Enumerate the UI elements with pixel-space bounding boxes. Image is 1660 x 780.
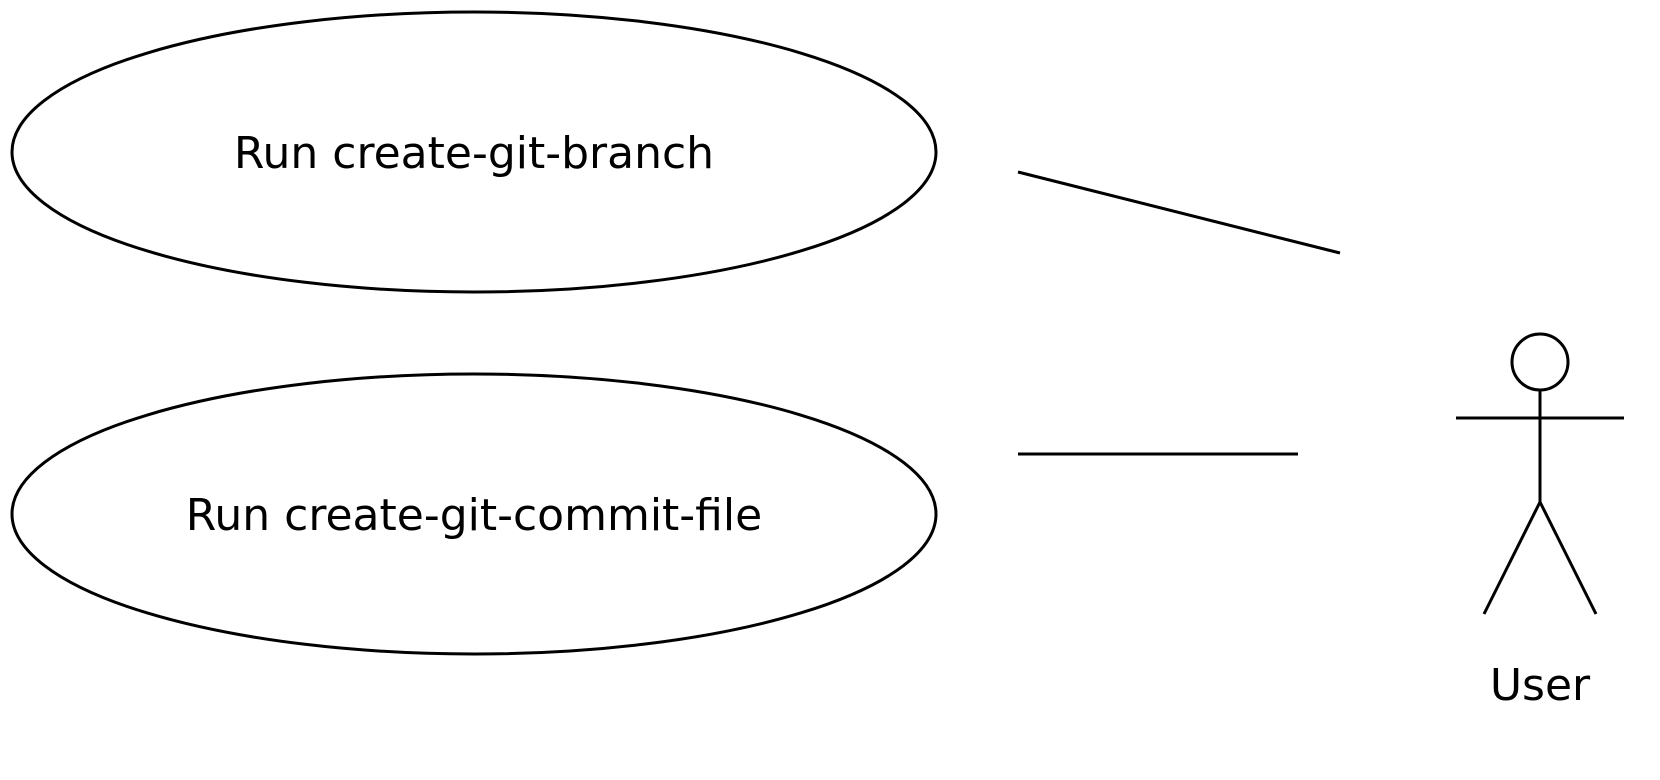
- actor-left-leg: [1482, 501, 1542, 615]
- actor-user: User: [1456, 332, 1624, 711]
- use-case-create-git-commit-file: Run create-git-commit-file: [10, 372, 938, 656]
- actor-label: User: [1490, 660, 1591, 711]
- use-case-label: Run create-git-commit-file: [186, 490, 762, 541]
- actor-head: [1510, 332, 1570, 392]
- association-line-branch: [1017, 170, 1341, 255]
- use-case-ellipse: [10, 10, 938, 294]
- use-case-ellipse: [10, 372, 938, 656]
- use-case-label: Run create-git-branch: [234, 128, 714, 179]
- use-case-create-git-branch: Run create-git-branch: [10, 10, 938, 294]
- actor-right-leg: [1538, 501, 1598, 615]
